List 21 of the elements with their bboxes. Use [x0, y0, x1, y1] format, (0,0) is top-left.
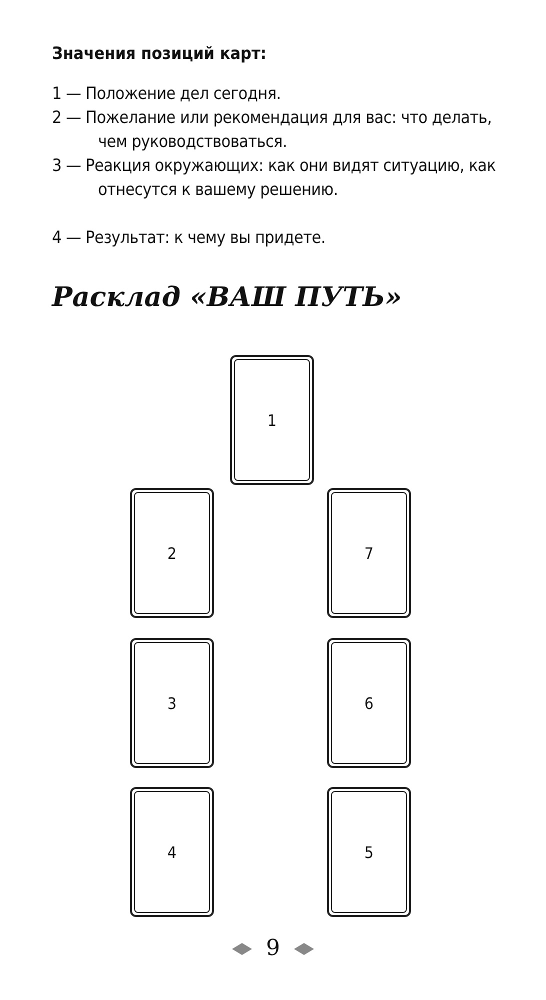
- card-number: 6: [364, 694, 374, 712]
- page-number: 9: [266, 936, 280, 961]
- spread-title: Расклад «ВАШ ПУТЬ»: [52, 282, 402, 313]
- tarot-card: [327, 638, 411, 768]
- tarot-card: [130, 488, 214, 618]
- card-number: 5: [364, 842, 374, 862]
- list-item: 2 — Пожелание или рекомендация для вас: что делать, чем руководствоваться.: [52, 107, 493, 154]
- card-number: 2: [167, 544, 177, 562]
- tarot-card: [130, 787, 214, 917]
- list-item: 1 — Положение дел сегодня.: [52, 83, 282, 106]
- list-item: 3 — Реакция окружающих: как они видят ситуацию, как отнесутся к вашему решению.: [52, 155, 497, 202]
- tarot-card: [130, 638, 214, 768]
- card-number: 3: [167, 694, 177, 712]
- card-number: 4: [167, 842, 177, 862]
- card-number: 7: [364, 544, 374, 562]
- list-item: 4 — Результат: к чему вы придете.: [52, 227, 326, 250]
- tarot-card: [230, 355, 314, 485]
- tarot-card: [327, 787, 411, 917]
- card-number: 1: [267, 410, 277, 430]
- section-heading: Значения позиций карт:: [52, 44, 266, 64]
- tarot-card: [327, 488, 411, 618]
